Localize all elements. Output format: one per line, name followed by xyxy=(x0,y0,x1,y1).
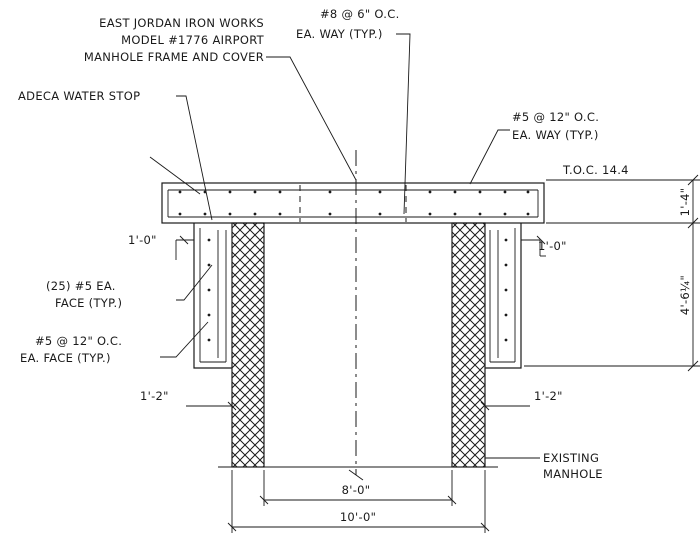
collar-left-rebar xyxy=(199,228,227,363)
label-rebar-slab-line2: EA. WAY (TYP.) xyxy=(512,128,599,142)
label-rebar-top-line2: EA. WAY (TYP.) xyxy=(296,27,383,41)
existing-manhole-wall-left xyxy=(231,222,265,468)
label-dim-left-offset: 1'-0" xyxy=(128,233,157,247)
label-frame-line2: MODEL #1776 AIRPORT xyxy=(121,33,265,47)
label-rebar-slab-line1: #5 @ 12" O.C. xyxy=(512,110,599,124)
collar-left-wall xyxy=(193,223,232,369)
existing-manhole-wall-right xyxy=(451,222,486,468)
slab-rebar-dots xyxy=(178,190,530,216)
label-dim-right-offset: 1'-0" xyxy=(538,239,567,253)
dimension-lines xyxy=(175,174,700,533)
label-rebar-top-line1: #8 @ 6" O.C. xyxy=(320,7,400,21)
label-frame-line3: MANHOLE FRAME AND COVER xyxy=(84,50,264,64)
label-water-stop: ADECA WATER STOP xyxy=(18,89,140,103)
label-dim-outer: 10'-0" xyxy=(340,510,376,524)
label-face-bars-line1: #5 @ 12" O.C. xyxy=(35,334,122,348)
collar-right-rebar xyxy=(489,228,516,363)
collar-right-wall xyxy=(485,223,522,369)
concrete-top-slab xyxy=(161,182,545,224)
label-dim-collar-height: 4'-6¼" xyxy=(678,275,692,315)
leaders xyxy=(149,33,540,459)
label-face-bars-line2: EA. FACE (TYP.) xyxy=(20,351,111,365)
label-frame-line1: EAST JORDAN IRON WORKS xyxy=(99,16,264,30)
label-dim-left-collar: 1'-2" xyxy=(140,389,169,403)
label-toc: T.O.C. 14.4 xyxy=(562,163,629,177)
label-dim-inner: 8'-0" xyxy=(342,483,371,497)
label-vertical-bars-line1: (25) #5 EA. xyxy=(46,279,116,293)
label-dim-right-collar: 1'-2" xyxy=(534,389,563,403)
label-vertical-bars-line2: FACE (TYP.) xyxy=(55,296,122,310)
label-existing-line2: MANHOLE xyxy=(543,467,603,481)
label-existing-line1: EXISTING xyxy=(543,451,599,465)
label-dim-slab-thickness: 1'-4" xyxy=(678,188,692,217)
